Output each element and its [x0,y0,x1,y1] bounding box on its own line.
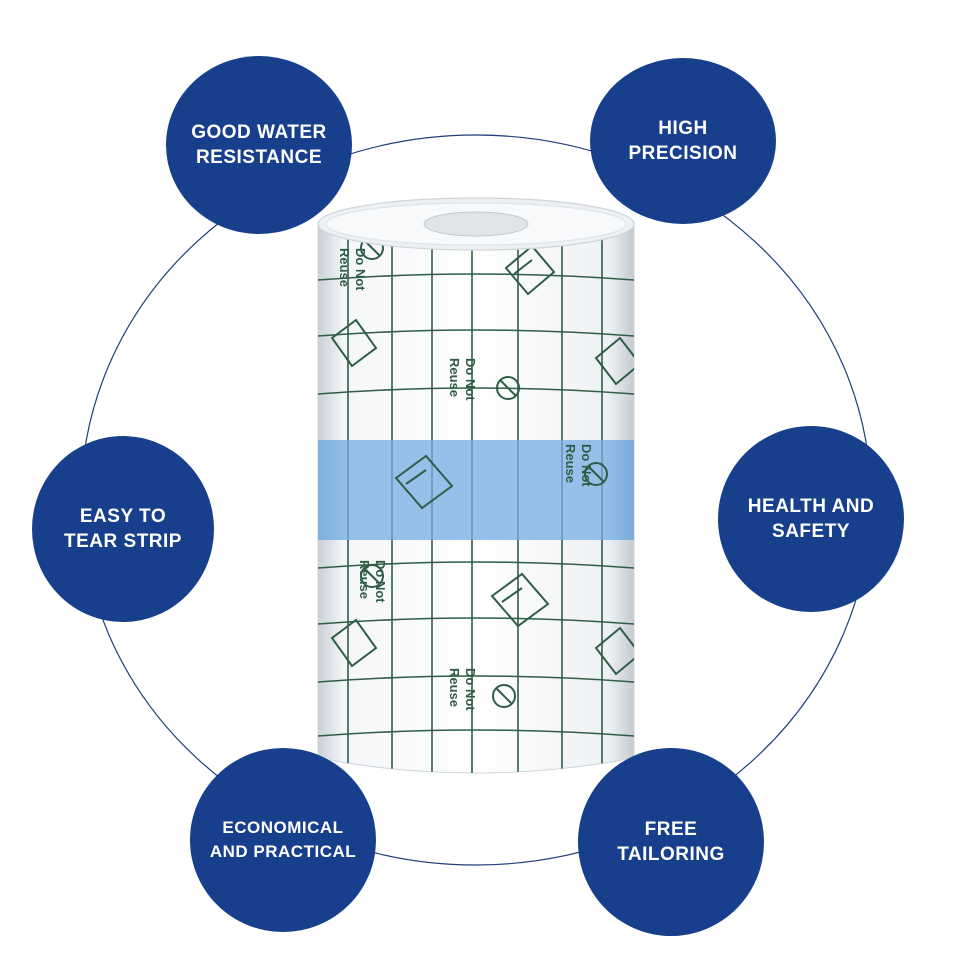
print-do-not: Do Not [373,560,388,603]
print-do-not: Do Not [463,358,478,401]
svg-text:Do Not: Do Not [353,248,368,291]
feature-high-precision: HIGH PRECISION [590,58,776,224]
feature-water-resistance: GOOD WATER RESISTANCE [166,56,352,234]
svg-text:Do Not: Do Not [463,358,478,401]
svg-text:Do Not: Do Not [463,668,478,711]
print-do-not: Do Not [463,668,478,711]
svg-text:Reuse: Reuse [337,248,352,287]
svg-text:Reuse: Reuse [447,668,462,707]
svg-text:Reuse: Reuse [357,560,372,599]
feature-high-precision-label: HIGH PRECISION [628,118,738,164]
roll-core [423,211,529,237]
print-do-not: Do Not [353,248,368,291]
feature-free-tailoring: FREE TAILORING [578,748,764,936]
print-reuse: Reuse [447,668,462,707]
svg-text:Do Not: Do Not [579,444,594,487]
print-reuse: Reuse [337,248,352,287]
feature-water-resistance-label: GOOD WATER RESISTANCE [191,122,327,168]
svg-text:Reuse: Reuse [563,444,578,483]
feature-economical-practical-label: ECONOMICAL AND PRACTICAL [209,818,357,861]
feature-health-safety: HEALTH AND SAFETY [718,426,904,612]
print-do-not: Do Not [579,444,594,487]
tear-strip [318,440,634,540]
print-reuse: Reuse [563,444,578,483]
feature-health-safety-label: HEALTH AND SAFETY [747,496,875,542]
print-reuse: Reuse [447,358,462,397]
feature-easy-tear-strip-label: EASY TO TEAR STRIP [64,506,182,552]
feature-free-tailoring-label: FREE TAILORING [617,819,725,865]
grid-pattern [318,209,634,773]
bandage-pad-icon [330,244,634,676]
feature-easy-tear-strip: EASY TO TEAR STRIP [32,436,214,622]
feature-economical-practical: ECONOMICAL AND PRACTICAL [190,748,376,932]
svg-text:Reuse: Reuse [447,358,462,397]
film-dressing-roll: Do Not Reuse Do Not Reuse Do Not Reuse D… [317,197,635,774]
print-reuse: Reuse [357,560,372,599]
svg-text:Do Not: Do Not [373,560,388,603]
